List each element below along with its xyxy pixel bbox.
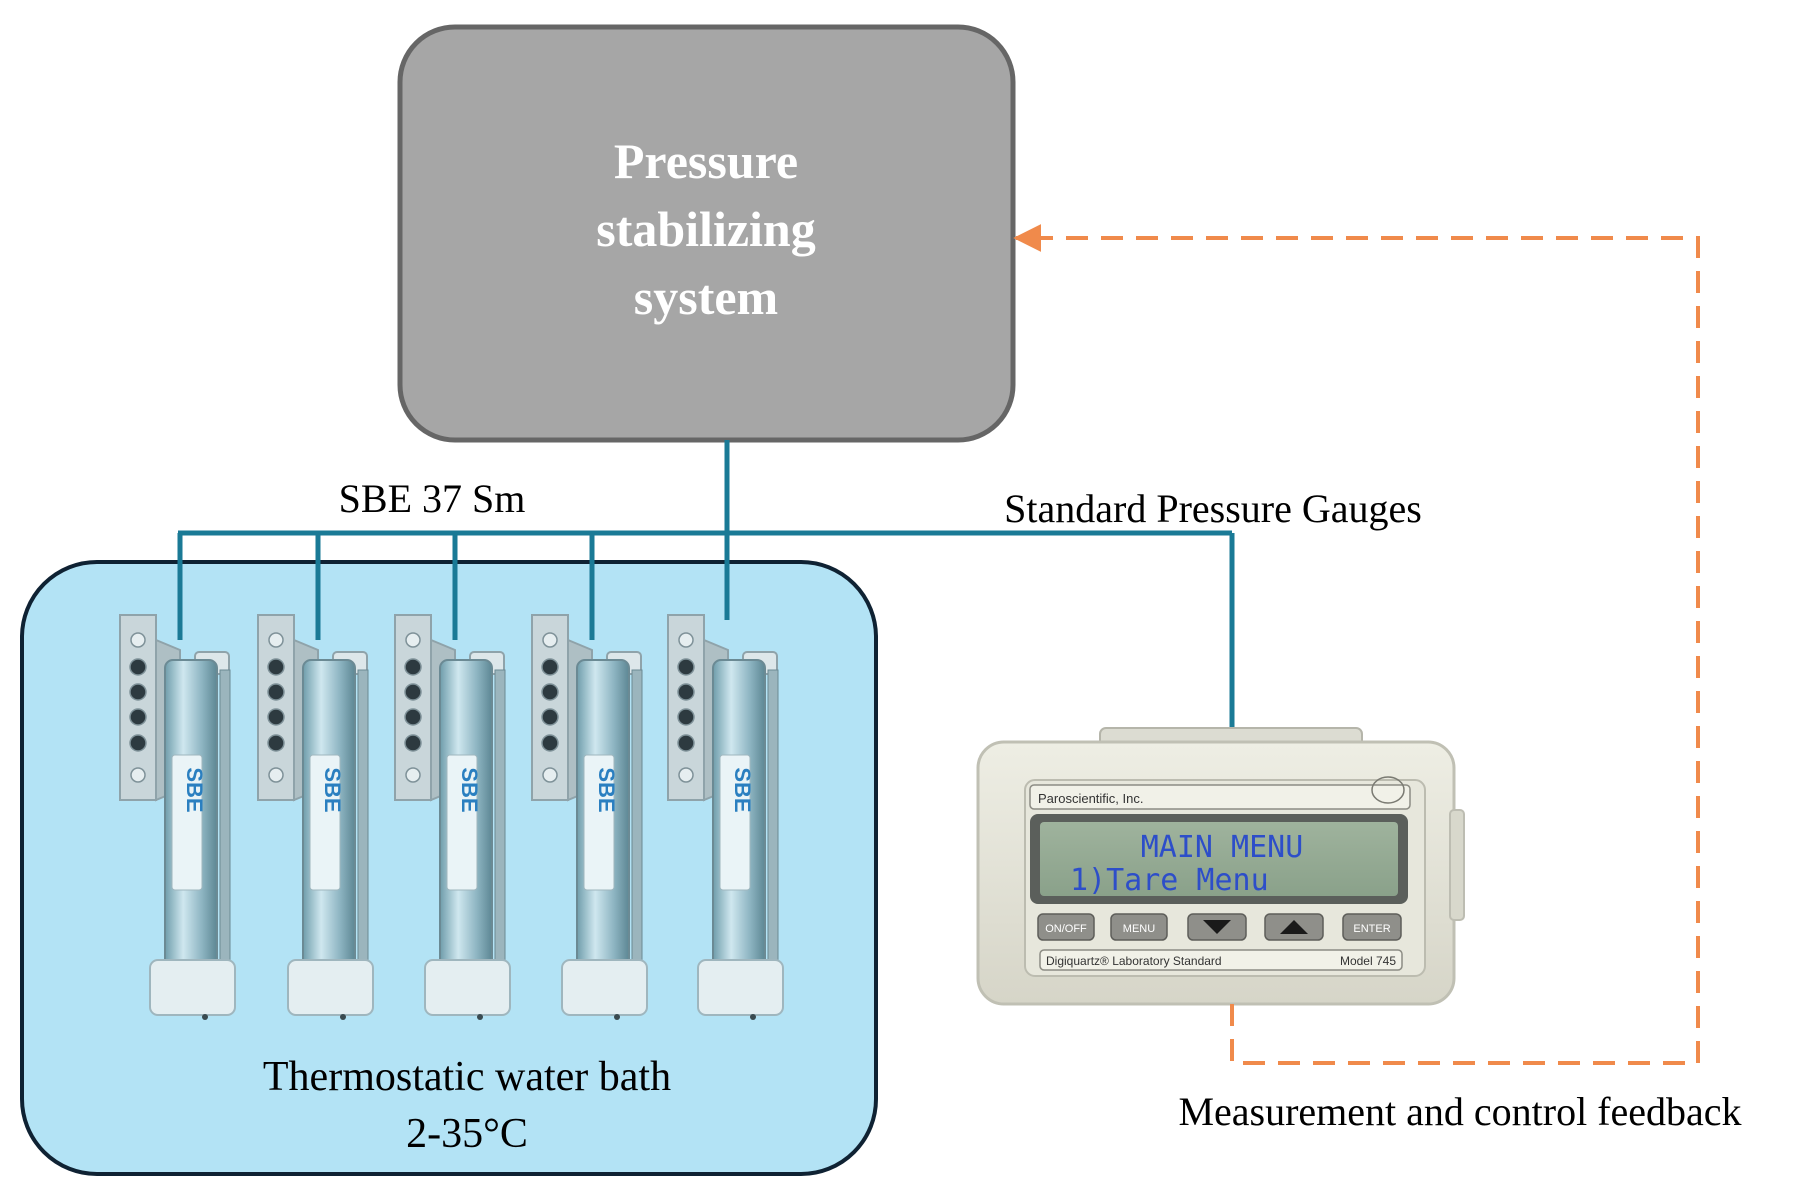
bracket-hole [677,734,695,752]
bracket-hole [678,632,694,648]
bracket-hole [129,734,147,752]
sensor-bottom-cap [561,959,648,1016]
gauge-lcd-display [1040,822,1398,896]
down-arrow-icon [1203,920,1231,934]
gauge-footer-left: Digiquartz® Laboratory Standard [1046,954,1222,968]
bracket-hole [129,683,147,701]
onoff-button[interactable] [1037,913,1095,941]
sensor-rod [357,669,369,971]
bracket-hole [404,683,422,701]
sensor-brand-label: SBE [730,767,755,812]
standard-gauge-device: Paroscientific, Inc. MAIN MENU 1)Tare Me… [976,727,1465,1006]
bracket-hole [129,658,147,676]
bracket-hole [405,767,421,783]
bracket-hole [541,683,559,701]
bracket-hole [541,734,559,752]
sensor-bottom-cap [149,959,236,1016]
sensor-label-panel [446,754,478,891]
menu-button[interactable] [1110,913,1168,941]
pressure-system-title-line1: Pressure [614,133,798,189]
bracket-hole [267,658,285,676]
bracket-hole [268,632,284,648]
pressure-system-title-line3: system [634,269,778,325]
sensor-label-panel [309,754,341,891]
feedback-label: Measurement and control feedback [1178,1089,1741,1134]
up-arrow-icon [1280,920,1308,934]
bracket-hole [405,632,421,648]
bracket-hole [130,632,146,648]
sensor-foot [750,1014,756,1020]
enter-button-label: ENTER [1353,923,1390,935]
gauge-display-line2: 1)Tare Menu [1070,863,1269,898]
menu-button-label: MENU [1123,923,1155,935]
bracket-hole [404,734,422,752]
sensor-label-panel [171,754,203,891]
sensor-bottom-cap [287,959,374,1016]
bracket-hole [267,683,285,701]
feedback-arrow [1013,224,1700,1065]
gauge-logo [1371,776,1405,804]
gauge-display-line1: MAIN MENU [1141,830,1304,865]
sensor-foot [614,1014,620,1020]
sbe-sensor-1: SBE [119,614,236,1020]
sensor-label-panel [583,754,615,891]
sensor-brand-label: SBE [182,767,207,812]
water-bath-range: 2-35°C [406,1111,528,1157]
sensor-rod [767,669,779,971]
bracket-hole [541,658,559,676]
sensor-rod [631,669,643,971]
bracket-hole [130,767,146,783]
bracket-hole [678,767,694,783]
sensor-rod [494,669,506,971]
pressure-system-box [397,24,1016,443]
enter-button[interactable] [1342,913,1402,941]
sbe-sensor-2: SBE [257,614,374,1020]
bracket-hole [267,734,285,752]
bracket-hole [677,683,695,701]
pressure-lines [177,440,1235,733]
bracket-hole [677,658,695,676]
sensor-foot [477,1014,483,1020]
bracket-hole [542,632,558,648]
gauge-manufacturer-label: Paroscientific, Inc. [1038,791,1144,806]
bracket-hole [677,708,695,726]
bracket-hole [404,658,422,676]
gauge-side-clip [1449,809,1465,921]
bracket-hole [404,708,422,726]
sensor-label-panel [719,754,751,891]
sensor-foot [340,1014,346,1020]
sensor-brand-label: SBE [320,767,345,812]
water-bath-title: Thermostatic water bath [263,1054,671,1100]
bracket-hole [267,708,285,726]
bracket-hole [542,767,558,783]
gauge-footer-strip [1039,949,1403,971]
gauge-footer-right: Model 745 [1340,954,1396,968]
sensor-rod [219,669,231,971]
sensor-brand-label: SBE [457,767,482,812]
onoff-button-label: ON/OFF [1045,923,1087,935]
sbe-group-label: SBE 37 Sm [339,476,526,521]
sensor-bottom-cap [424,959,511,1016]
bracket-hole [541,708,559,726]
sensor-foot [202,1014,208,1020]
sbe-sensor-4: SBE [531,614,648,1020]
bracket-hole [129,708,147,726]
pressure-system-title-line2: stabilizing [596,201,815,257]
sensor-bottom-cap [697,959,784,1016]
gauge-manufacturer-strip [1029,784,1411,810]
sbe-sensor-3: SBE [394,614,511,1020]
bracket-hole [268,767,284,783]
sensor-group: SBE SBE SBE SBE SBE [119,614,784,1020]
sensor-brand-label: SBE [594,767,619,812]
sbe-sensor-5: SBE [667,614,784,1020]
standard-gauges-label: Standard Pressure Gauges [1004,486,1422,531]
